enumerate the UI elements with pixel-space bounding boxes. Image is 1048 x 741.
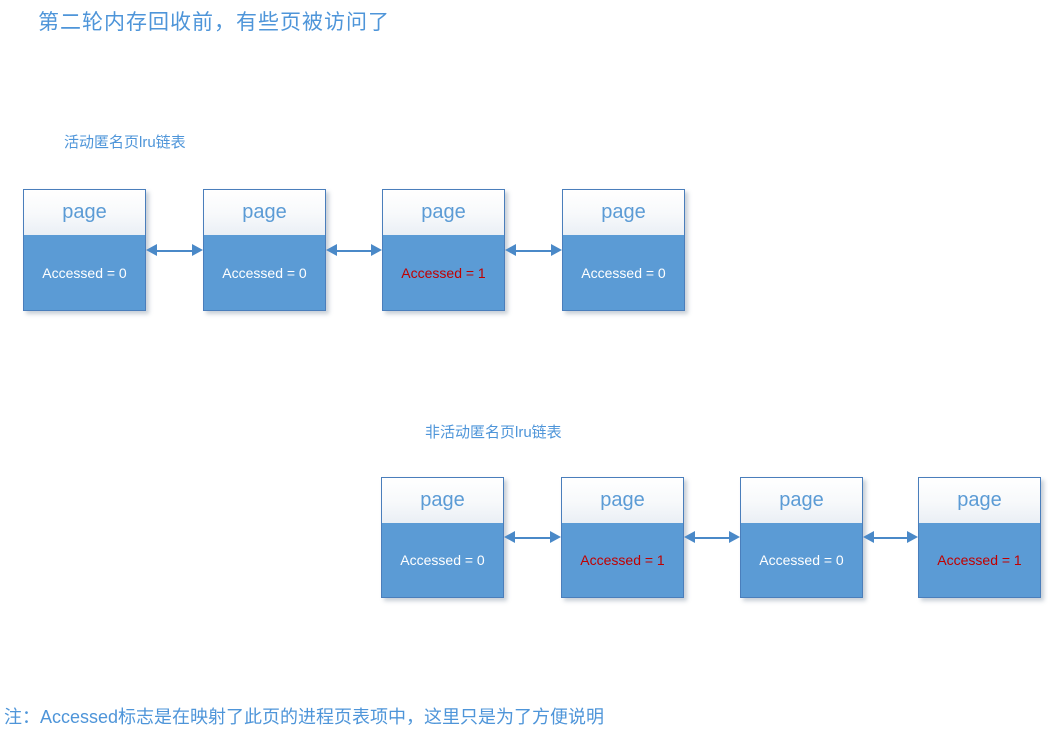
bidirectional-arrow-icon [505, 244, 562, 257]
page-label: page [421, 201, 466, 223]
page-label: page [957, 489, 1002, 511]
accessed-flag: Accessed = 1 [580, 552, 665, 568]
accessed-flag: Accessed = 0 [759, 552, 844, 568]
active-lru-list-label: 活动匿名页lru链表 [64, 134, 186, 151]
page-label: page [62, 201, 107, 223]
page-header: page [382, 478, 503, 523]
page-node-active-3: page Accessed = 1 [382, 189, 505, 311]
page-node-inactive-2: page Accessed = 1 [561, 477, 684, 598]
page-node-active-4: page Accessed = 0 [562, 189, 685, 311]
footnote: 注：Accessed标志是在映射了此页的进程页表项中，这里只是为了方便说明 [4, 707, 605, 727]
page-label: page [600, 489, 645, 511]
page-node-inactive-3: page Accessed = 0 [740, 477, 863, 598]
page-header: page [563, 190, 684, 235]
page-header: page [741, 478, 862, 523]
accessed-flag: Accessed = 0 [400, 552, 485, 568]
bidirectional-arrow-icon [504, 531, 561, 544]
page-label: page [420, 489, 465, 511]
accessed-flag: Accessed = 1 [937, 552, 1022, 568]
bidirectional-arrow-icon [684, 531, 740, 544]
page-status: Accessed = 1 [919, 523, 1040, 597]
page-status: Accessed = 0 [382, 523, 503, 597]
page-status: Accessed = 1 [562, 523, 683, 597]
page-node-active-2: page Accessed = 0 [203, 189, 326, 311]
page-status: Accessed = 0 [563, 235, 684, 310]
page-node-inactive-4: page Accessed = 1 [918, 477, 1041, 598]
page-label: page [601, 201, 646, 223]
page-header: page [383, 190, 504, 235]
page-status: Accessed = 0 [741, 523, 862, 597]
diagram-title: 第二轮内存回收前，有些页被访问了 [38, 11, 390, 34]
accessed-flag: Accessed = 0 [581, 264, 666, 281]
bidirectional-arrow-icon [863, 531, 918, 544]
accessed-flag: Accessed = 0 [42, 264, 127, 281]
page-label: page [242, 201, 287, 223]
page-header: page [919, 478, 1040, 523]
bidirectional-arrow-icon [326, 244, 382, 257]
page-header: page [204, 190, 325, 235]
page-label: page [779, 489, 824, 511]
page-status: Accessed = 1 [383, 235, 504, 310]
page-status: Accessed = 0 [204, 235, 325, 310]
accessed-flag: Accessed = 1 [401, 264, 486, 281]
page-status: Accessed = 0 [24, 235, 145, 310]
page-header: page [24, 190, 145, 235]
page-node-inactive-1: page Accessed = 0 [381, 477, 504, 598]
bidirectional-arrow-icon [146, 244, 203, 257]
accessed-flag: Accessed = 0 [222, 264, 307, 281]
page-node-active-1: page Accessed = 0 [23, 189, 146, 311]
page-header: page [562, 478, 683, 523]
inactive-lru-list-label: 非活动匿名页lru链表 [425, 424, 562, 441]
